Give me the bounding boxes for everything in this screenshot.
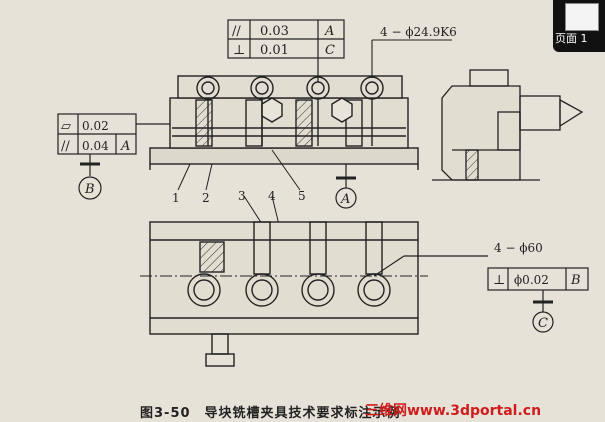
tolerance-left-datum-2: A [120, 139, 130, 154]
watermark: 三维网www.3dportal.cn [365, 403, 542, 419]
front-view [149, 75, 419, 170]
datum-a-symbol [335, 164, 357, 209]
tolerance-left-value-1: 0.02 [82, 119, 109, 133]
part-number-3: 3 [238, 189, 246, 203]
part-leaders [177, 149, 301, 271]
tolerance-top-value-1: 0.03 [260, 24, 289, 39]
hole-note-bottom: 4 − ϕ60 [494, 241, 543, 255]
hole-note-top: 4 − ϕ24.9K6 [380, 25, 457, 39]
datum-label-b: B [84, 182, 95, 197]
tolerance-right-value: ϕ0.02 [514, 273, 549, 287]
page-badge[interactable]: 页面 1 [553, 0, 605, 52]
tolerance-right-symbol: ⊥ [493, 273, 505, 288]
part-number-1: 1 [172, 191, 180, 205]
tolerance-right-datum: B [570, 273, 581, 288]
tolerance-left-value-2: 0.04 [82, 139, 109, 153]
page-thumbnail[interactable] [565, 3, 599, 31]
tolerance-frame-top [227, 19, 345, 82]
tolerance-left-symbol-2: // [61, 139, 70, 154]
part-number-4: 4 [268, 189, 276, 203]
datum-label-c: C [538, 316, 548, 331]
datum-label-a: A [340, 192, 350, 207]
tolerance-top-symbol-1: // [232, 24, 241, 39]
page-label: 页面 1 [555, 32, 588, 45]
tolerance-top-value-2: 0.01 [260, 43, 289, 58]
tolerance-top-datum-2: C [325, 43, 335, 58]
tolerance-frame-right [373, 255, 589, 333]
part-number-2: 2 [202, 191, 210, 205]
tolerance-top-datum-1: A [324, 24, 334, 39]
figure-caption: 图3-50 导块铣槽夹具技术要求标注示例 [140, 406, 401, 421]
tolerance-frame-left [57, 113, 170, 200]
hole-note-top-leader [371, 39, 452, 78]
top-view [140, 221, 428, 367]
tolerance-left-symbol-1: ▱ [61, 119, 71, 134]
part-number-5: 5 [298, 189, 306, 203]
tolerance-top-symbol-2: ⊥ [233, 43, 245, 58]
side-view [432, 69, 584, 181]
